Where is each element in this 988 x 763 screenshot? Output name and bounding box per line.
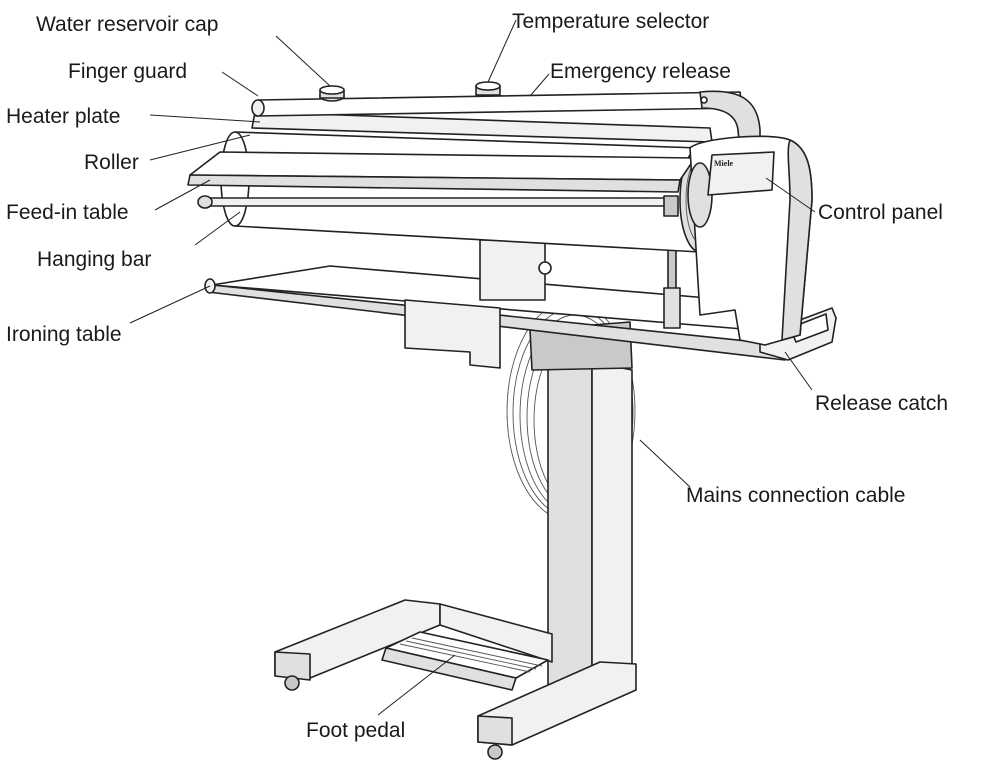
base-feet	[274, 599, 637, 760]
label-mains-connection-cable: Mains connection cable	[686, 484, 905, 507]
label-roller: Roller	[84, 151, 139, 174]
hanging-bar	[197, 195, 679, 217]
leader-release-catch	[784, 351, 813, 391]
label-release-catch: Release catch	[815, 392, 948, 415]
label-hanging-bar: Hanging bar	[37, 248, 151, 271]
leader-heater-plate	[149, 114, 261, 123]
leader-ironing-table	[129, 285, 211, 324]
temperature-selector	[475, 81, 501, 96]
label-heater-plate: Heater plate	[6, 105, 120, 128]
label-feed-in-table: Feed-in table	[6, 201, 129, 224]
foot-pedal	[381, 631, 549, 691]
water-reservoir-cap	[319, 85, 345, 102]
label-foot-pedal: Foot pedal	[306, 719, 405, 742]
part-labels: Water reservoir cap Temperature selector…	[6, 10, 948, 742]
leader-lines	[129, 19, 816, 716]
label-control-panel: Control panel	[818, 201, 943, 224]
leader-temperature-selector	[487, 19, 517, 83]
rotary-ironer-illustration: Miele	[187, 81, 837, 760]
leader-emergency-release	[529, 73, 550, 97]
leader-finger-guard	[221, 71, 259, 97]
leader-hanging-bar	[194, 211, 241, 246]
leader-foot-pedal	[377, 654, 456, 716]
label-water-reservoir-cap: Water reservoir cap	[36, 13, 218, 36]
leader-roller	[149, 134, 251, 161]
label-emergency-release: Emergency release	[550, 60, 731, 83]
feed-in-table	[187, 151, 696, 193]
label-finger-guard: Finger guard	[68, 60, 187, 83]
leader-control-panel	[765, 177, 816, 213]
control-panel: Miele	[707, 151, 775, 196]
brand-logo: Miele	[714, 159, 734, 168]
leader-mains-connection-cable	[639, 439, 691, 488]
leader-feed-in-table	[154, 179, 211, 211]
label-ironing-table: Ironing table	[6, 323, 122, 346]
leader-water-reservoir-cap	[275, 35, 331, 87]
label-temperature-selector: Temperature selector	[512, 10, 709, 33]
center-linkage	[479, 239, 552, 301]
